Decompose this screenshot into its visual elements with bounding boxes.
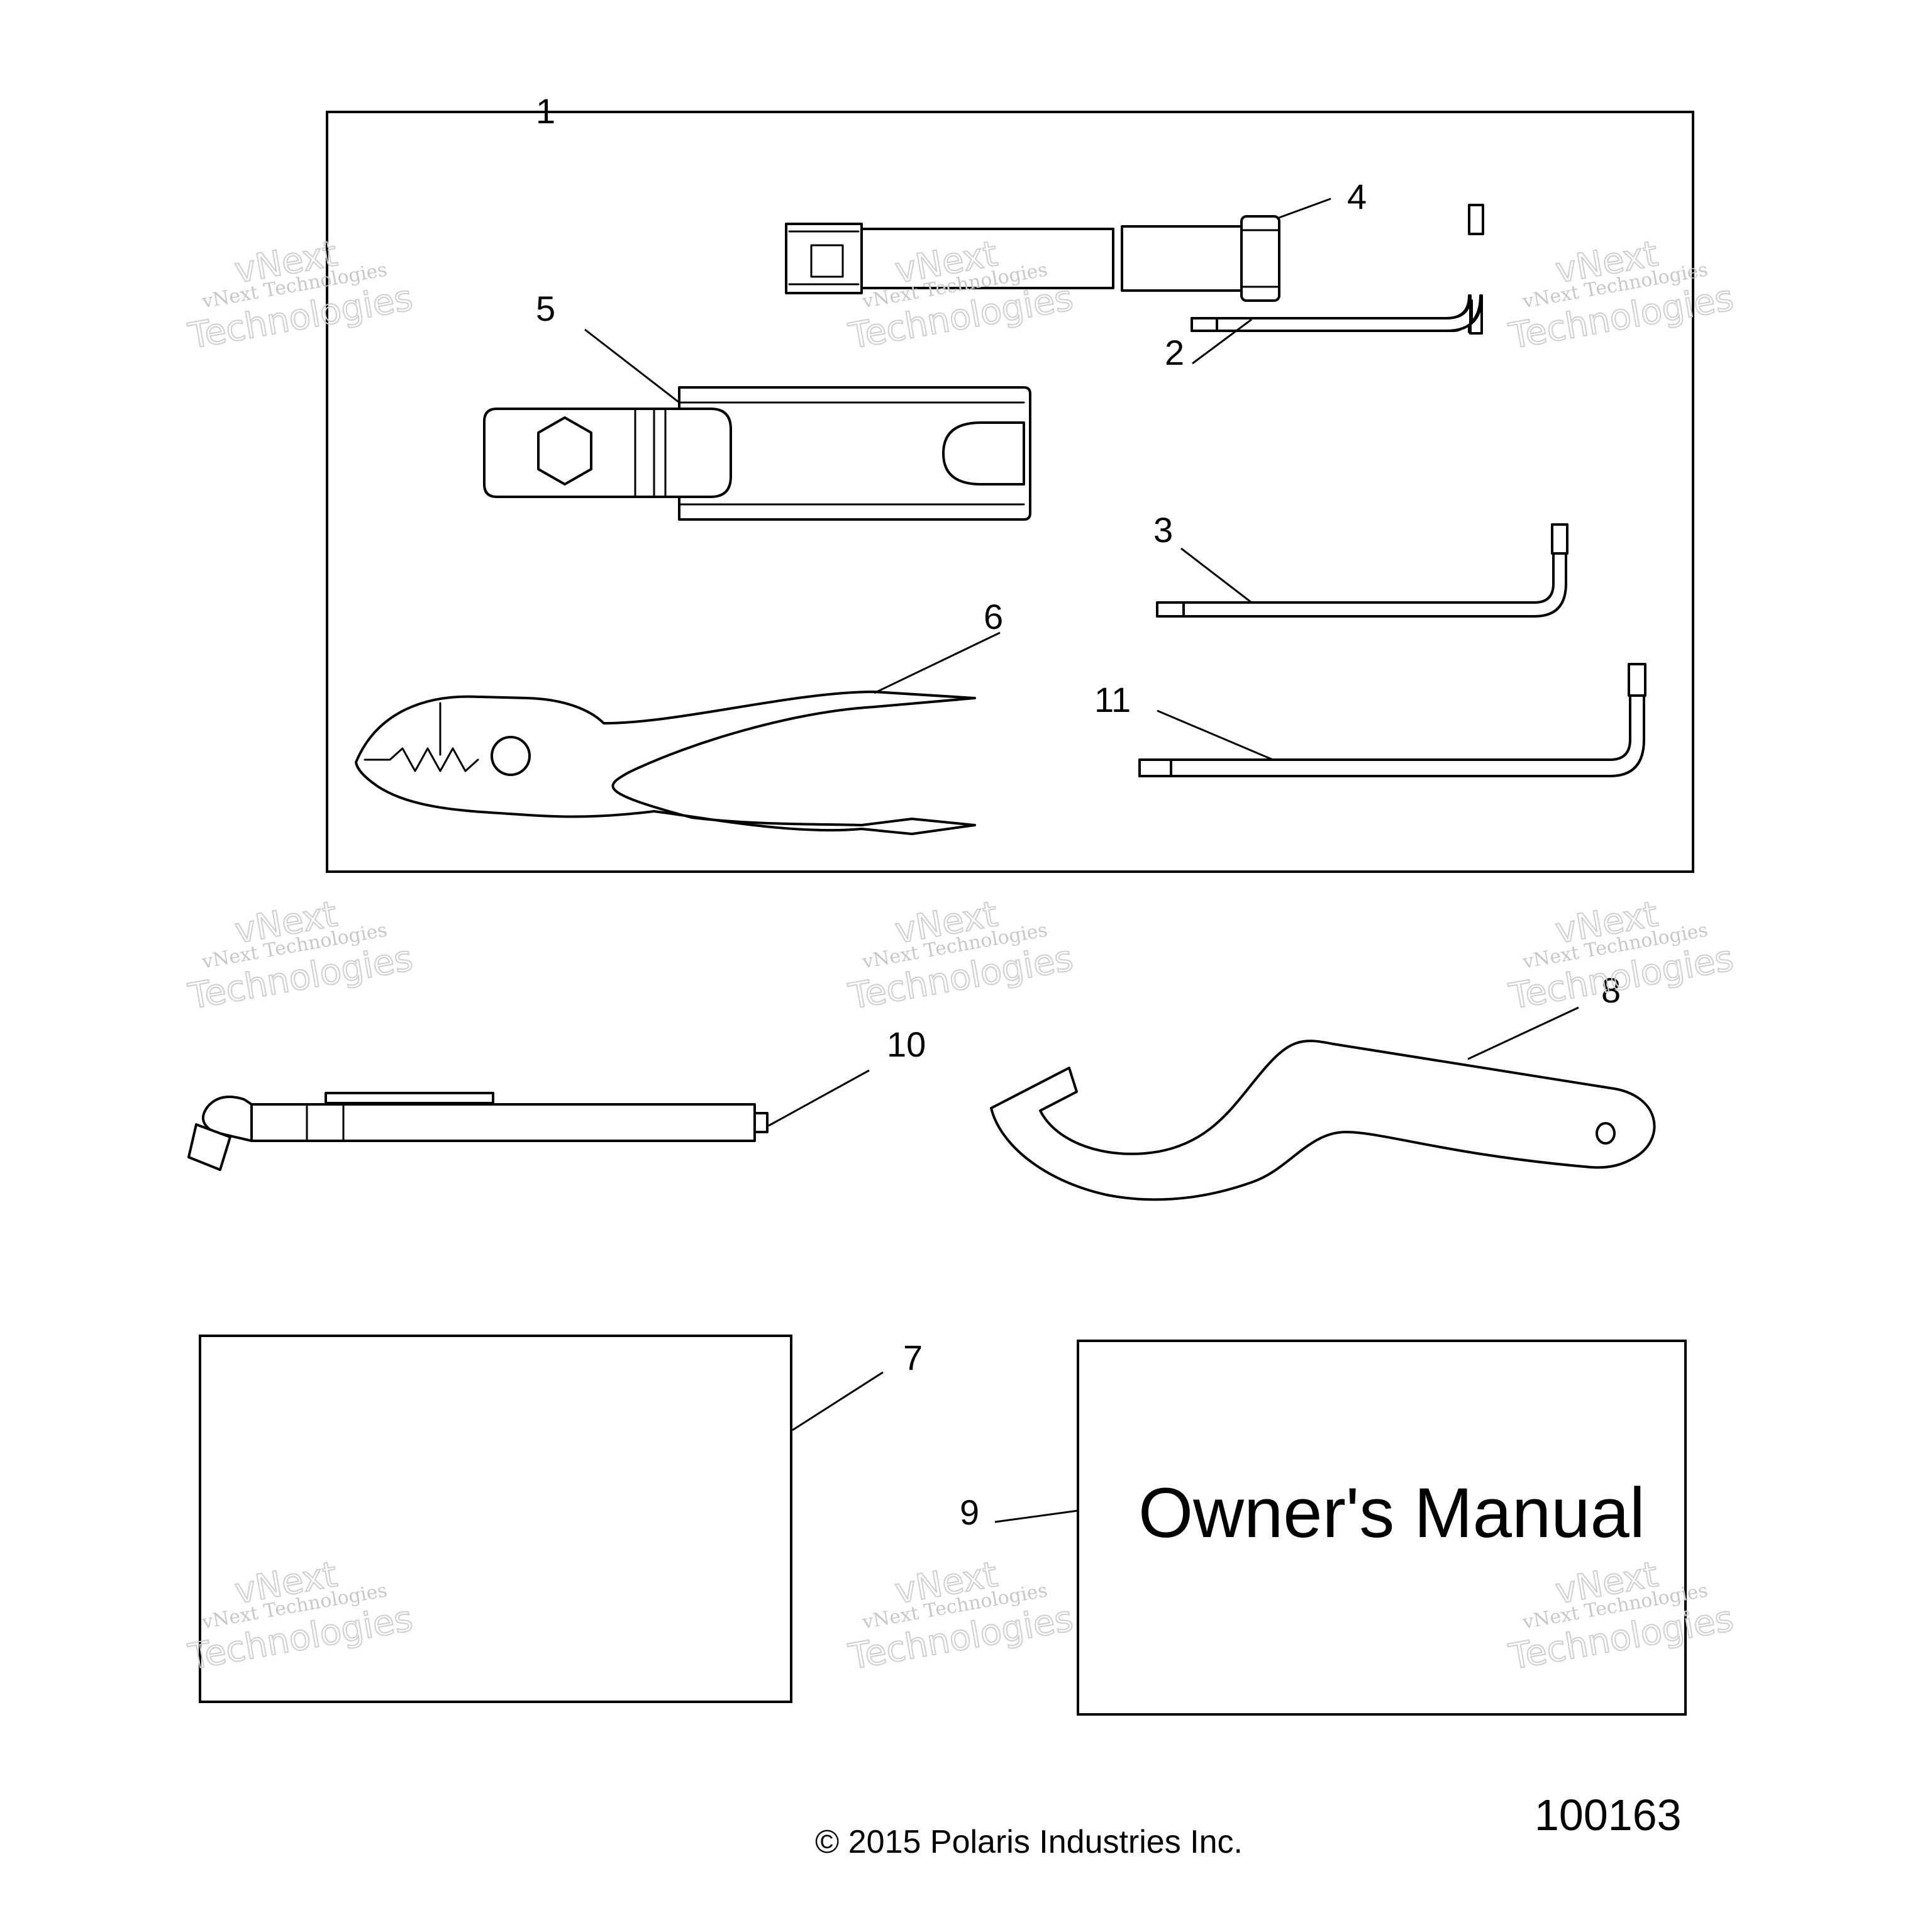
callout-8: 8 <box>1601 970 1621 1010</box>
watermark: vNext vNext Technologies Technologies <box>185 893 417 1018</box>
spanner-wrench-8 <box>990 1040 1656 1201</box>
callout-7: 7 <box>903 1338 923 1377</box>
watermark: vNext vNext Technologies Technologies <box>185 1553 417 1679</box>
leader-lines <box>584 197 1579 1523</box>
watermark: vNext vNext Technologies Technologies <box>845 893 1077 1018</box>
callout-numbers: 1 4 5 2 3 6 11 8 10 7 9 <box>536 91 1621 1532</box>
tool-kit-frame <box>326 111 1694 873</box>
copyright-text: © 2015 Polaris Industries Inc. <box>815 1824 1243 1860</box>
owners-manual-9 <box>1077 1340 1687 1716</box>
hex-key-3 <box>1156 523 1568 618</box>
callout-9: 9 <box>960 1492 979 1532</box>
figure-number: 100163 <box>1535 1790 1682 1840</box>
extension-tool-10 <box>187 1092 769 1171</box>
callout-2: 2 <box>1165 333 1184 372</box>
callout-11: 11 <box>1094 680 1131 719</box>
decal-card-7 <box>199 1335 792 1703</box>
socket-wrench-4 <box>785 215 1280 302</box>
owners-manual-title: Owner's Manual <box>1138 1474 1645 1552</box>
callout-5: 5 <box>536 289 555 328</box>
callout-3: 3 <box>1153 510 1173 550</box>
hex-key-11 <box>1138 663 1646 777</box>
watermark: vNext vNext Technologies Technologies <box>1506 233 1738 358</box>
callout-1: 1 <box>536 91 555 131</box>
watermark: vNext vNext Technologies Technologies <box>1506 893 1738 1018</box>
watermark: vNext vNext Technologies Technologies <box>845 1553 1077 1679</box>
callout-10: 10 <box>887 1024 926 1064</box>
hex-key-2 <box>1191 204 1484 335</box>
watermark: vNext vNext Technologies Technologies <box>185 233 417 358</box>
watermark: vNext vNext Technologies Technologies <box>1506 1553 1738 1679</box>
pliers-6 <box>355 691 976 835</box>
callout-6: 6 <box>984 597 1003 636</box>
callout-4: 4 <box>1347 177 1367 216</box>
combination-wrench-5 <box>483 386 1031 521</box>
